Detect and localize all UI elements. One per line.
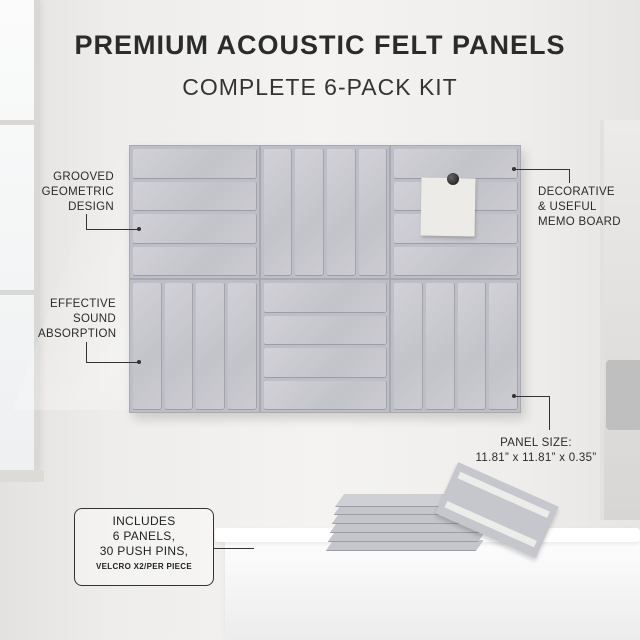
felt-tile-vertical — [259, 145, 391, 279]
window-sill — [0, 470, 44, 482]
felt-tile-vertical — [129, 279, 260, 413]
stacked-panel — [326, 540, 484, 550]
callout-sound: EFFECTIVE SOUND ABSORPTION — [38, 297, 116, 342]
memo-note — [420, 177, 476, 237]
callout-dot — [137, 227, 141, 231]
callout-line-text: MEMO BOARD — [538, 216, 621, 228]
felt-tile-horizontal — [129, 145, 260, 279]
callout-line-text: DECORATIVE — [538, 186, 615, 198]
panel-size-heading: PANEL SIZE: — [500, 437, 572, 449]
includes-line: 30 PUSH PINS, — [99, 544, 189, 558]
callout-connector — [86, 229, 138, 230]
window-bar — [0, 120, 34, 125]
callout-line-text: EFFECTIVE — [50, 298, 116, 310]
push-pin-icon — [447, 173, 459, 185]
window-bar — [0, 290, 34, 295]
callout-connector — [86, 362, 138, 363]
callout-connector — [569, 169, 570, 183]
felt-tile-vertical — [390, 279, 521, 413]
page-title: PREMIUM ACOUSTIC FELT PANELS — [74, 30, 566, 60]
callout-dot — [137, 360, 141, 364]
callout-connector — [86, 342, 87, 362]
sofa — [606, 360, 640, 430]
doorway — [600, 120, 640, 520]
shelf-cabinet — [225, 540, 640, 640]
callout-line-text: DESIGN — [68, 201, 114, 213]
callout-panel-size: PANEL SIZE: 11.81” x 11.81” x 0.35” — [440, 436, 632, 466]
callout-line-text: GROOVED — [53, 171, 114, 183]
includes-line: INCLUDES — [112, 514, 176, 528]
panel-size-value: 11.81” x 11.81” x 0.35” — [475, 452, 597, 464]
callout-connector — [549, 396, 550, 430]
includes-box: INCLUDES 6 PANELS, 30 PUSH PINS, VELCRO … — [74, 508, 214, 586]
includes-fine-print: VELCRO X2/PER PIECE — [96, 562, 192, 571]
callout-connector — [214, 548, 254, 549]
page-subtitle: COMPLETE 6-PACK KIT — [182, 74, 458, 100]
callout-line-text: GEOMETRIC — [41, 186, 114, 198]
window — [0, 0, 40, 470]
callout-line-text: & USEFUL — [538, 201, 597, 213]
callout-connector — [86, 214, 87, 230]
includes-line: 6 PANELS, — [112, 529, 176, 543]
callout-memo: DECORATIVE & USEFUL MEMO BOARD — [538, 185, 634, 230]
stacked-panel — [328, 531, 486, 541]
callout-grooved: GROOVED GEOMETRIC DESIGN — [40, 170, 114, 215]
callout-connector — [514, 396, 550, 397]
felt-tile-horizontal — [259, 279, 391, 413]
callout-line-text: SOUND — [72, 313, 116, 325]
callout-connector — [514, 169, 570, 170]
callout-line-text: ABSORPTION — [38, 328, 117, 340]
